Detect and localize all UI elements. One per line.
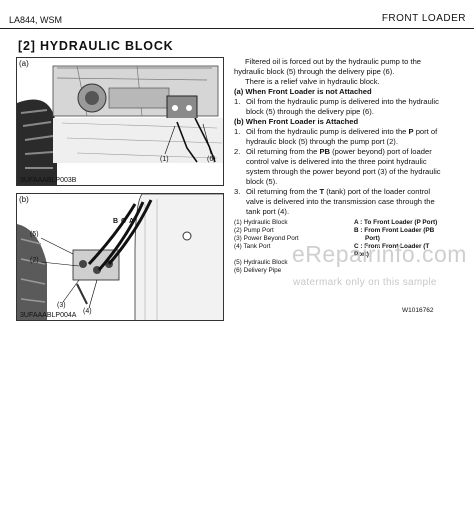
legend-port-b: B : From Front Loader (PB bbox=[354, 227, 435, 234]
section-title: [2] HYDRAULIC BLOCK bbox=[18, 39, 174, 53]
figure-a-illustration bbox=[17, 65, 223, 185]
watermark-note: watermark only on this sample bbox=[293, 277, 437, 288]
legend-row: (1) Hydraulic Block A : To Front Loader … bbox=[234, 219, 444, 227]
header-model: LA844, WSM bbox=[9, 15, 63, 25]
figure-b-callout-3: (3) bbox=[57, 302, 66, 309]
legend-port-b-cont: Port) bbox=[365, 235, 380, 242]
item1-bold: P bbox=[408, 127, 414, 136]
case-b-item-2: 2. Oil returning from the PB (power beyo… bbox=[234, 147, 442, 187]
case-b-item-1-num: 1. bbox=[234, 127, 241, 136]
body-text: Filtered oil is forced out by the hydrau… bbox=[234, 57, 442, 217]
legend-item-6: (6) Delivery Pipe bbox=[234, 267, 282, 274]
legend-item-2: (2) Pump Port bbox=[234, 227, 274, 234]
case-a-item-1: 1. Oil from the hydraulic pump is delive… bbox=[234, 97, 442, 117]
legend-row: (2) Pump Port B : From Front Loader (PB bbox=[234, 227, 444, 235]
case-a-item-1-text: Oil from the hydraulic pump is delivered… bbox=[246, 97, 439, 116]
figure-a-callout-6: (6) bbox=[207, 156, 216, 163]
case-b-item-3-num: 3. bbox=[234, 187, 241, 196]
legend-item-1: (1) Hydraulic Block bbox=[234, 219, 288, 226]
figure-b-port-b: B bbox=[113, 218, 119, 225]
figure-b-illustration bbox=[17, 194, 223, 320]
item2-post: (power beyond) port of loader control va… bbox=[246, 147, 441, 186]
figure-a-callout-1: (1) bbox=[160, 156, 169, 163]
figure-b-callout-5: (5) bbox=[30, 231, 39, 238]
legend-item-4: (4) Tank Port bbox=[234, 243, 271, 250]
figure-b-port-c: C bbox=[121, 218, 127, 225]
figure-id: W1016762 bbox=[402, 307, 434, 314]
item3-post: (tank) port of the loader control valve … bbox=[246, 187, 435, 216]
case-b-item-1-text: Oil from the hydraulic pump is delivered… bbox=[246, 127, 442, 147]
legend-row: (3) Power Beyond Port Port) bbox=[234, 235, 444, 243]
item2-pre: Oil returning from the bbox=[246, 147, 320, 156]
case-b-item-1: 1. Oil from the hydraulic pump is delive… bbox=[234, 127, 442, 147]
legend-item-3: (3) Power Beyond Port bbox=[234, 235, 299, 242]
item3-pre: Oil returning from the bbox=[246, 187, 320, 196]
figure-b-callout-2: (2) bbox=[30, 257, 39, 264]
case-a-item-1-num: 1. bbox=[234, 97, 241, 106]
body-relief: There is a relief valve in hydraulic blo… bbox=[245, 77, 380, 86]
body-intro: Filtered oil is forced out by the hydrau… bbox=[234, 57, 422, 76]
case-b-item-3-text: Oil returning from the T (tank) port of … bbox=[246, 187, 442, 217]
legend-row: (6) Delivery Pipe bbox=[234, 267, 444, 275]
case-a-title: (a) When Front Loader is not Attached bbox=[234, 87, 372, 96]
case-b-title: (b) When Front Loader is Attached bbox=[234, 117, 359, 126]
figure-a: (a) (1) (6) 3UFAAABLP003B bbox=[16, 57, 224, 186]
figure-legend: (1) Hydraulic Block A : To Front Loader … bbox=[234, 219, 444, 275]
legend-port-c: C : From Front Loader (T Port) bbox=[354, 243, 430, 258]
figure-b-tag: (b) bbox=[19, 195, 29, 204]
case-b-item-2-text: Oil returning from the PB (power beyond)… bbox=[246, 147, 442, 187]
legend-item-5: (5) Hydraulic Block bbox=[234, 259, 288, 266]
header-section: FRONT LOADER bbox=[381, 13, 466, 24]
header-rule bbox=[0, 28, 474, 29]
legend-row: (4) Tank Port C : From Front Loader (T P… bbox=[234, 243, 444, 259]
item3-bold: T bbox=[319, 187, 325, 196]
legend-port-a: A : To Front Loader (P Port) bbox=[354, 219, 438, 226]
figure-b: (b) (5) (2) (3) (4) B C A 3UFAAABLP004A bbox=[16, 193, 224, 321]
item1-pre: Oil from the hydraulic pump is delivered… bbox=[246, 127, 409, 136]
legend-row: (5) Hydraulic Block bbox=[234, 259, 444, 267]
item1-post: port of hydraulic block (5) through the … bbox=[246, 127, 438, 146]
figure-b-code: 3UFAAABLP004A bbox=[20, 312, 77, 319]
figure-a-tag: (a) bbox=[19, 59, 29, 68]
case-b-item-2-num: 2. bbox=[234, 147, 241, 156]
case-b-item-3: 3. Oil returning from the T (tank) port … bbox=[234, 187, 442, 217]
figure-b-callout-4: (4) bbox=[83, 308, 92, 315]
figure-a-code: 3UFAAABLP003B bbox=[20, 177, 77, 184]
item2-bold: PB bbox=[319, 147, 330, 156]
watermark-site: eRepairinfo.com bbox=[292, 241, 467, 267]
figure-b-port-a: A bbox=[129, 218, 135, 225]
